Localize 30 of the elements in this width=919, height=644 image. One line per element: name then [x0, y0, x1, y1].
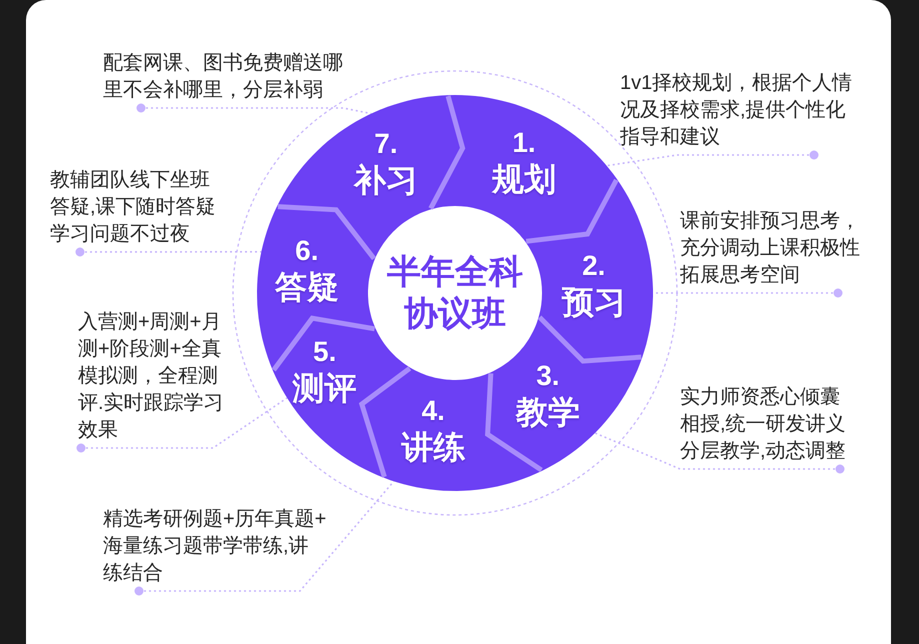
step-number: 6. — [295, 234, 319, 268]
leader-line — [76, 248, 262, 256]
step-number: 3. — [536, 359, 560, 394]
step-number: 1. — [512, 126, 536, 160]
description-text: 实力师资悉心倾囊相授,统一研发讲义分层教学,动态调整 — [680, 384, 852, 469]
leader-line — [606, 150, 818, 166]
step-title: 测评 — [292, 369, 357, 408]
description-text: 教辅团队线下坐班答疑,课下随时答疑学习问题不过夜 — [50, 167, 222, 252]
step-number: 7. — [374, 127, 398, 162]
step-title: 讲练 — [401, 428, 466, 466]
step-title: 补习 — [354, 161, 418, 200]
step-title: 规划 — [492, 160, 556, 198]
description-text: 配套网课、图书免费赠送哪里不会补哪里，分层补弱 — [103, 50, 351, 108]
step-number: 2. — [582, 248, 606, 283]
step-title: 教学 — [516, 393, 580, 432]
center-title: 半年全科协议班 — [386, 252, 524, 335]
leader-line — [134, 480, 394, 596]
leader-line — [76, 397, 288, 452]
ring-segment — [257, 206, 376, 371]
description-text: 入营测+周测+月测+阶段测+全真模拟测，全程测评.实时跟踪学习效果 — [78, 309, 228, 448]
leader-line — [653, 288, 842, 298]
step-number: 5. — [313, 335, 336, 370]
leader-line — [136, 104, 372, 114]
description-text: 课前安排预习思考，充分调动上课积极性拓展思考空间 — [680, 208, 868, 293]
description-text: 精选考研例题+历年真题+海量练习题带学带练,讲练结合 — [103, 506, 327, 591]
step-title: 预习 — [562, 282, 626, 321]
description-text: 1v1择校规划，根据个人情况及择校需求,提供个性化指导和建议 — [620, 70, 862, 155]
leader-line — [594, 432, 844, 474]
step-number: 4. — [422, 394, 445, 428]
step-title: 答疑 — [274, 268, 339, 306]
